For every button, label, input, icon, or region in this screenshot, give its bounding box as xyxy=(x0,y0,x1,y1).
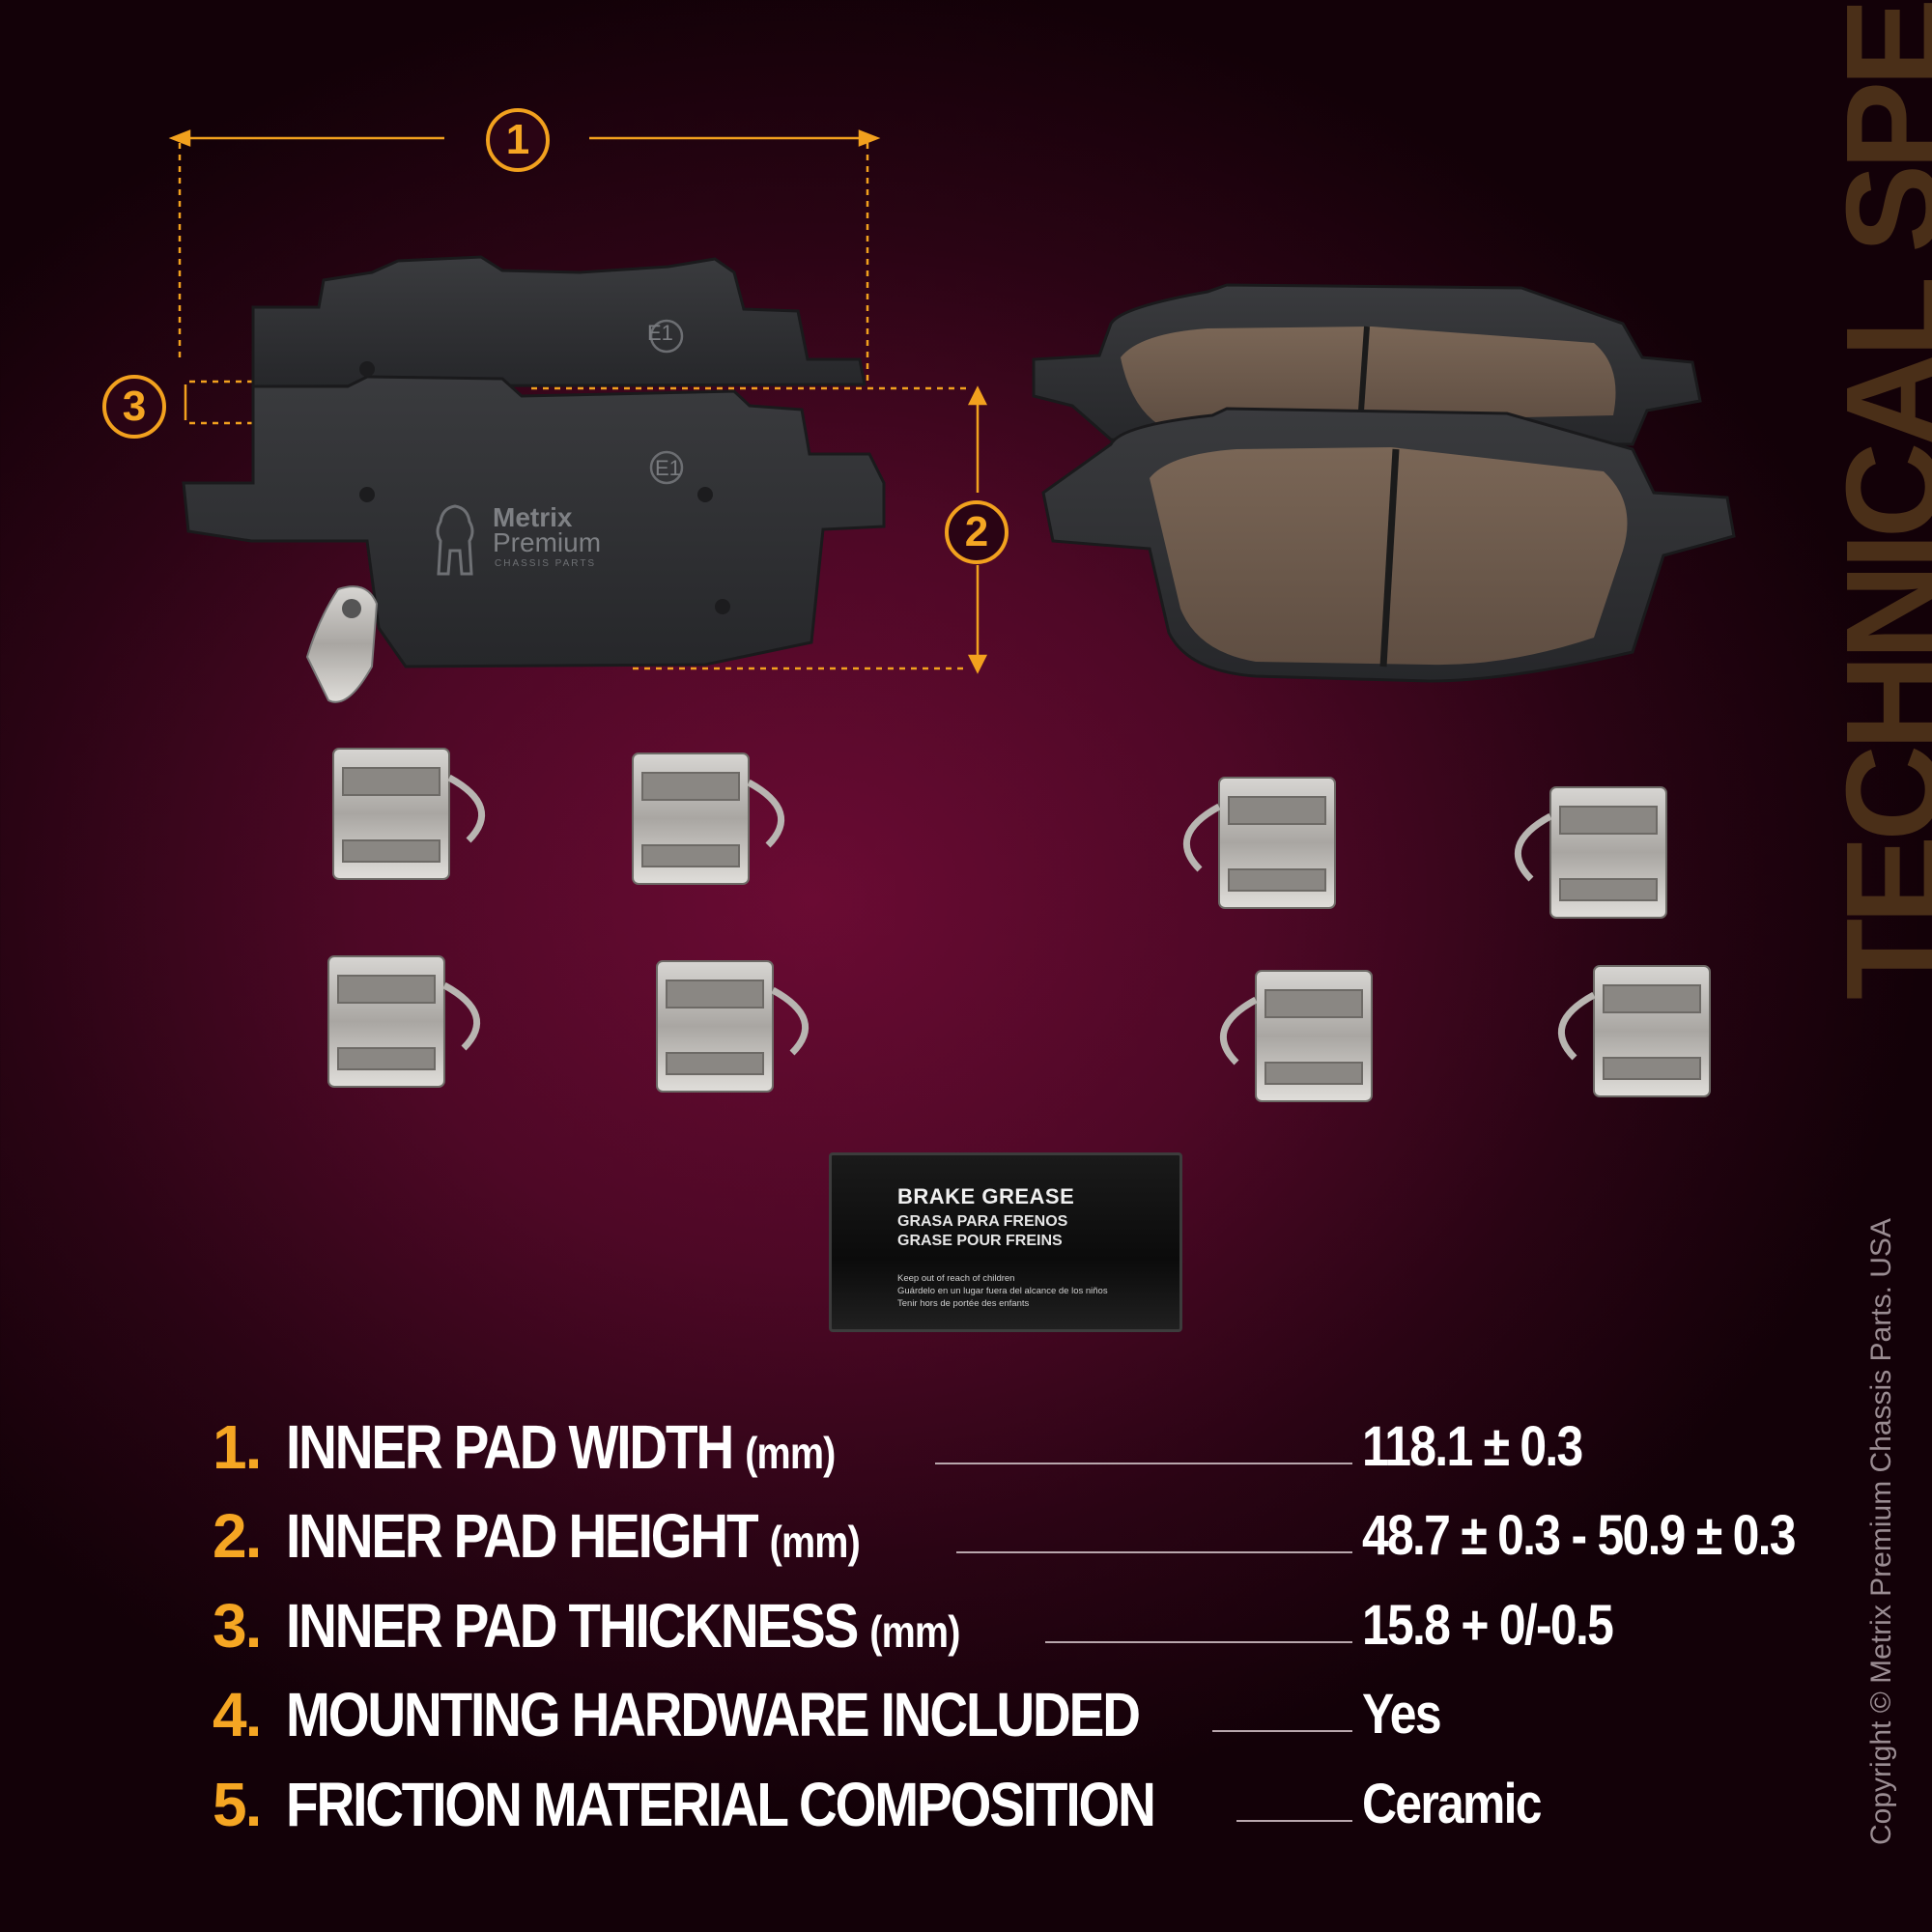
spec-row-width: 1. INNER PAD WIDTH (mm) 118.1 ± 0.3 xyxy=(213,1408,1874,1486)
brake-pad-friction-rear xyxy=(1032,283,1702,446)
spec-label-text: FRICTION MATERIAL COMPOSITION xyxy=(286,1770,1156,1839)
spec-number: 5. xyxy=(213,1770,262,1839)
spec-value: 15.8 + 0/-0.5 xyxy=(1362,1594,1614,1657)
spec-row-height: 2. INNER PAD HEIGHT (mm) 48.7 ± 0.3 - 50… xyxy=(213,1497,1874,1575)
spec-row-thickness: 3. INNER PAD THICKNESS (mm) 15.8 + 0/-0.… xyxy=(213,1587,1874,1664)
brake-pad-back-plate-front xyxy=(182,319,886,668)
spec-value: Yes xyxy=(1362,1683,1442,1746)
callout-1: 1 xyxy=(486,108,550,172)
spec-label-text: INNER PAD HEIGHT xyxy=(286,1501,759,1571)
brake-pad-friction-front xyxy=(1041,407,1736,683)
spec-number: 2. xyxy=(213,1501,262,1571)
spec-leader-line xyxy=(956,1551,1352,1553)
spec-number: 3. xyxy=(213,1591,262,1661)
spec-unit: (mm) xyxy=(745,1428,836,1478)
brake-pad-back-plate-rear xyxy=(251,255,867,388)
logo-line3: CHASSIS PARTS xyxy=(495,558,597,569)
spec-label-text: MOUNTING HARDWARE INCLUDED xyxy=(286,1680,1141,1749)
grease-warning-en: Keep out of reach of children xyxy=(897,1273,1015,1284)
metrix-logo: Metrix Premium CHASSIS PARTS xyxy=(425,502,647,580)
spec-value: 48.7 ± 0.3 - 50.9 ± 0.3 xyxy=(1362,1504,1797,1567)
spec-unit: (mm) xyxy=(769,1517,861,1567)
spec-leader-line xyxy=(1236,1820,1352,1822)
spec-leader-line xyxy=(1045,1641,1352,1643)
spec-label: INNER PAD WIDTH (mm) xyxy=(286,1408,836,1492)
dimension-lines xyxy=(168,129,988,674)
logo-line1: Metrix xyxy=(493,502,573,532)
spec-row-friction: 5. FRICTION MATERIAL COMPOSITION Ceramic xyxy=(213,1766,1874,1843)
grease-title: BRAKE GREASE xyxy=(897,1184,1075,1208)
e-mark-rear: E1 xyxy=(647,321,673,345)
spec-value: 118.1 ± 0.3 xyxy=(1362,1415,1583,1478)
grease-french: GRASE POUR FREINS xyxy=(897,1233,1063,1249)
spec-label: MOUNTING HARDWARE INCLUDED xyxy=(286,1676,1141,1753)
spec-label: INNER PAD HEIGHT (mm) xyxy=(286,1497,861,1580)
spec-label-text: INNER PAD WIDTH xyxy=(286,1412,734,1482)
product-illustration xyxy=(168,129,1736,1102)
callout-2: 2 xyxy=(945,500,1009,564)
spec-leader-line xyxy=(935,1463,1352,1464)
spec-leader-line xyxy=(1212,1730,1352,1732)
brake-grease-packet: BRAKE GREASE GRASA PARA FRENOS GRASE POU… xyxy=(829,1152,1182,1332)
spec-label-text: INNER PAD THICKNESS xyxy=(286,1591,859,1661)
logo-line2: Premium xyxy=(493,527,602,557)
callout-3: 3 xyxy=(102,375,166,439)
spec-label: FRICTION MATERIAL COMPOSITION xyxy=(286,1766,1156,1843)
spec-number: 4. xyxy=(213,1680,262,1749)
spec-row-hardware: 4. MOUNTING HARDWARE INCLUDED Yes xyxy=(213,1676,1874,1753)
spec-unit: (mm) xyxy=(869,1606,960,1657)
lion-logo-icon xyxy=(436,504,474,576)
wear-sensor-clip xyxy=(305,585,379,703)
technical-specs-title: TECHNICAL SPECS xyxy=(1819,0,1932,1000)
spec-label: INNER PAD THICKNESS (mm) xyxy=(286,1587,960,1670)
spec-number: 1. xyxy=(213,1412,262,1482)
grease-warning-fr: Tenir hors de portée des enfants xyxy=(897,1298,1030,1309)
grease-spanish: GRASA PARA FRENOS xyxy=(897,1213,1068,1230)
spec-value: Ceramic xyxy=(1362,1773,1543,1835)
hardware-clips xyxy=(327,748,1711,1102)
e-mark-front: E1 xyxy=(655,456,681,480)
grease-warning-es: Guárdelo en un lugar fuera del alcance d… xyxy=(897,1286,1108,1296)
